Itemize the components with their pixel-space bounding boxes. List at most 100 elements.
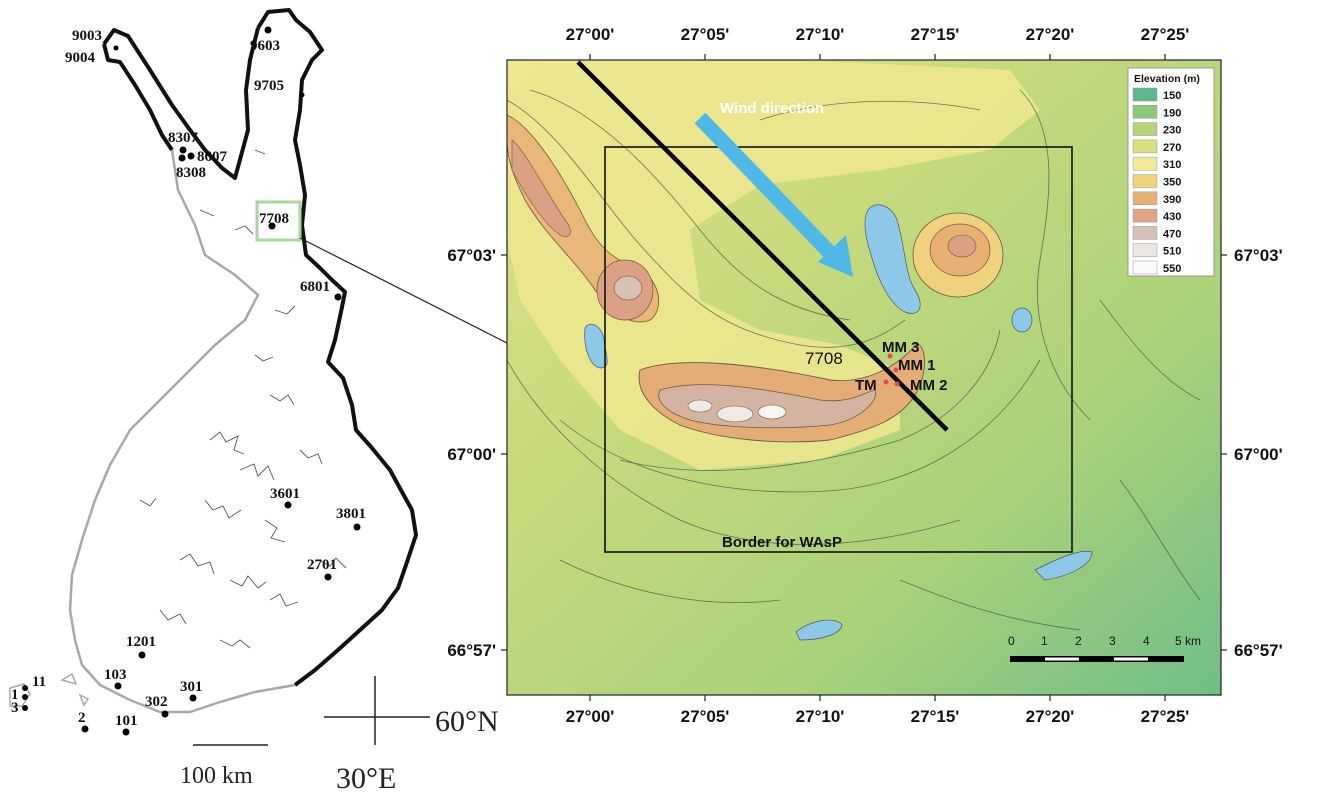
finland-overview-map: 9603 9003 9004 9705 8307 8607 8308 7708 … (9, 8, 508, 795)
legend-swatch-190 (1132, 105, 1158, 119)
bottom-tick-3: 27°15' (911, 707, 960, 726)
station-101-label: 101 (115, 713, 138, 729)
legend-swatch-230 (1132, 122, 1158, 136)
lake-southeast (1034, 550, 1093, 581)
mast-mm1-label: MM 1 (898, 357, 936, 374)
ridge-northwest-core (511, 139, 571, 237)
ridge-summit-3 (687, 399, 713, 413)
terrain-map-frame (506, 59, 1222, 696)
hill-northeast-top (947, 234, 977, 258)
station-8308-dot (178, 154, 186, 162)
station-8607-dot (187, 152, 195, 160)
station-2701-dot (324, 573, 332, 581)
legend-label-430: 430 (1163, 211, 1181, 223)
station-101-dot (122, 728, 130, 736)
legend-swatch-350 (1132, 174, 1158, 188)
legend-label-350: 350 (1163, 177, 1181, 189)
legend-label-510: 510 (1163, 246, 1181, 258)
transect-line (576, 60, 949, 432)
lake-east (1011, 307, 1033, 333)
station-8307-label: 8307 (168, 130, 199, 146)
station-9003-dot (113, 45, 119, 51)
station-9705-dot (299, 92, 305, 98)
station-markers (22, 26, 361, 736)
legend-swatch-470 (1132, 226, 1158, 240)
finland-coastline-grey (68, 149, 296, 714)
station-103-dot (114, 682, 122, 690)
station-8307-dot (179, 146, 187, 154)
top-tick-3: 27°15' (911, 25, 960, 44)
station-1201-label: 1201 (126, 634, 156, 650)
wind-arrow (694, 112, 853, 277)
station-8607-label: 8607 (197, 149, 228, 165)
finland-border-black (256, 8, 418, 687)
station-301-dot (189, 694, 197, 702)
station-11-label: 11 (32, 674, 46, 690)
right-tick-0: 67°03' (1234, 246, 1283, 265)
km-tick-4: 4 (1143, 634, 1150, 648)
site-7708-label: 7708 (805, 349, 843, 368)
legend-label-190: 190 (1163, 107, 1181, 119)
legend-swatch-510 (1132, 243, 1158, 257)
station-3601-dot (284, 501, 292, 509)
right-axis-labels: 67°03' 67°00' 66°57' (1234, 246, 1283, 660)
legend-swatch-150 (1132, 87, 1158, 102)
left-tick-0: 67°03' (447, 246, 496, 265)
legend-label-230: 230 (1163, 125, 1181, 137)
lat-60n-label: 60°N (435, 705, 499, 738)
wasp-border (604, 146, 1073, 553)
wind-direction-label: Wind direction (720, 100, 824, 117)
left-tick-1: 67°00' (447, 445, 496, 464)
bottom-tick-5: 27°25' (1141, 707, 1190, 726)
aland-islands (9, 672, 90, 707)
lake-south (795, 619, 843, 641)
bottom-tick-2: 27°10' (796, 707, 845, 726)
station-6801-dot (334, 293, 342, 301)
legend-swatch-310 (1132, 156, 1158, 171)
lakes (584, 204, 1093, 641)
station-2701-label: 2701 (307, 557, 337, 573)
right-tick-2: 66°57' (1234, 641, 1283, 660)
mast-mm3-label: MM 3 (882, 339, 920, 356)
lon-30e-label: 30°E (336, 762, 396, 795)
finland-border-black-arm (102, 43, 174, 152)
top-tick-5: 27°25' (1141, 25, 1190, 44)
elevation-legend: Elevation (m) 15019023027031035039043047… (1127, 67, 1215, 277)
mast-markers (883, 353, 900, 387)
station-2-dot (81, 725, 89, 733)
bottom-tick-1: 27°05' (681, 707, 730, 726)
hill-west-top (613, 275, 643, 301)
station-labels: 9603 9003 9004 9705 8307 8607 8308 7708 … (11, 28, 366, 729)
top-tick-1: 27°05' (681, 25, 730, 44)
legend-title: Elevation (m) (1134, 73, 1200, 85)
station-1-label: 1 (11, 687, 19, 703)
legend-swatch-270 (1132, 139, 1158, 154)
station-9603-label: 9603 (250, 38, 280, 54)
station-302-dot (161, 710, 169, 718)
bottom-axis-labels: 27°00' 27°05' 27°10' 27°15' 27°20' 27°25… (566, 707, 1190, 726)
legend-label-150: 150 (1163, 90, 1181, 102)
axis-ticks (501, 54, 1227, 701)
mast-mm2-label: MM 2 (910, 377, 948, 394)
km-tick-5: 5 km (1175, 634, 1201, 648)
station-9003-label: 9003 (72, 28, 102, 44)
station-3601-label: 3601 (270, 486, 300, 502)
top-tick-2: 27°10' (796, 25, 845, 44)
legend-label-470: 470 (1163, 228, 1181, 240)
station-9705-label: 9705 (254, 78, 284, 94)
top-tick-0: 27°00' (566, 25, 615, 44)
station-6801-label: 6801 (300, 279, 330, 295)
mast-tm-label: TM (855, 377, 877, 394)
legend-label-310: 310 (1163, 159, 1181, 171)
station-2-label: 2 (78, 710, 86, 726)
station-8308-label: 8308 (176, 165, 206, 181)
lake-north (864, 204, 921, 314)
station-9603-dot (264, 26, 272, 34)
ridge-summit-2 (757, 404, 787, 420)
station-3801-dot (353, 523, 361, 531)
station-3-dot (22, 705, 28, 711)
ridge-summit-1 (716, 405, 754, 423)
station-9004-label: 9004 (65, 50, 96, 66)
